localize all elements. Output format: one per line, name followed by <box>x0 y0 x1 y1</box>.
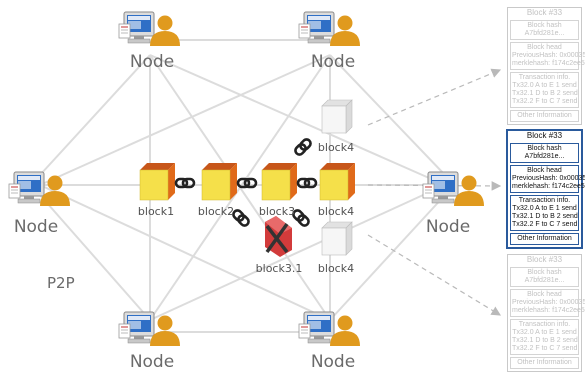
transaction-row: Tx32.1 D to B 2 send <box>512 213 578 220</box>
other-info-section: Other Information <box>510 110 579 122</box>
block-head-label: Block head <box>527 44 562 51</box>
transaction-row: Tx32.0 A to E 1 send <box>512 205 577 212</box>
transaction-label: Transaction info. <box>518 197 571 204</box>
block-hash-section: Block hash A7bfd281e... <box>510 267 579 287</box>
computer-user-icon <box>298 11 361 47</box>
block-head-label: Block head <box>527 291 562 298</box>
chain-link-icon <box>174 177 196 189</box>
block-hash-label: Block hash <box>527 269 562 276</box>
block-hash-value: A7bfd281e... <box>524 277 565 284</box>
chain-link-icon <box>296 177 318 189</box>
block3-1-rejected-cube <box>265 216 292 257</box>
blockchain: block1 block2 block3 block4 block4 block… <box>138 99 356 275</box>
computer-user-icon <box>8 171 71 207</box>
node-label: Node <box>130 52 174 72</box>
transaction-label: Transaction info. <box>518 321 571 328</box>
node-label: Node <box>14 217 58 237</box>
other-info-section: Other Information <box>510 233 579 245</box>
transaction-row: Tx32.0 A to E 1 send <box>512 329 577 336</box>
computer-user-icon <box>118 11 181 47</box>
block-label: block1 <box>138 205 174 218</box>
node-left: Node <box>8 171 71 237</box>
p2p-label: P2P <box>47 274 75 292</box>
transaction-section: Transaction info. Tx32.0 A to E 1 send T… <box>510 319 579 355</box>
transaction-row: Tx32.0 A to E 1 send <box>512 82 577 89</box>
merkle-hash: merklehash: f174c2ee5 <box>512 60 585 67</box>
block-card-title: Block #33 <box>526 255 563 264</box>
chain-link-icon <box>230 207 252 229</box>
block2-cube <box>201 162 238 201</box>
merkle-hash: merklehash: f174c2ee5 <box>512 307 585 314</box>
transaction-row: Tx32.1 D to B 2 send <box>512 337 578 344</box>
block4-orphan-cube <box>321 221 353 256</box>
node-bottom-left: Node <box>118 311 181 372</box>
block-hash-section: Block hash A7bfd281e... <box>510 143 579 163</box>
block4-orphan-cube <box>321 99 353 134</box>
transaction-label: Transaction info. <box>518 74 571 81</box>
chain-link-icon <box>236 177 258 189</box>
previous-hash: PreviousHash: 0x00035 <box>512 52 585 59</box>
node-label: Node <box>311 352 355 372</box>
previous-hash: PreviousHash: 0x00035 <box>512 175 585 182</box>
block-card-faded-top: Block #33 Block hash A7bfd281e... Block … <box>507 7 585 125</box>
block-label: block2 <box>198 205 234 218</box>
block-label: block4 <box>318 141 354 154</box>
merkle-hash: merklehash: f174c2ee5 <box>512 183 585 190</box>
block-hash-value: A7bfd281e... <box>524 153 565 160</box>
transaction-row: Tx32.2 F to C 7 send <box>512 345 578 352</box>
transaction-row: Tx32.2 F to C 7 send <box>512 98 578 105</box>
node-top-left: Node <box>118 11 181 72</box>
block-label: block4 <box>318 262 354 275</box>
node-right: Node <box>422 171 485 237</box>
block-head-section: Block head PreviousHash: 0x00035 merkleh… <box>510 165 585 193</box>
block-head-section: Block head PreviousHash: 0x00035 merkleh… <box>510 289 585 317</box>
node-bottom-right: Node <box>298 311 361 372</box>
block-hash-label: Block hash <box>527 22 562 29</box>
node-label: Node <box>426 217 470 237</box>
block4-cube <box>319 162 356 201</box>
block-hash-section: Block hash A7bfd281e... <box>510 20 579 40</box>
block-label: block3 <box>259 205 295 218</box>
block-card-title: Block #33 <box>526 131 563 140</box>
other-info-label: Other Information <box>517 359 572 366</box>
transaction-section: Transaction info. Tx32.0 A to E 1 send T… <box>510 195 579 231</box>
node-label: Node <box>130 352 174 372</box>
other-info-label: Other Information <box>517 112 572 119</box>
block-hash-value: A7bfd281e... <box>524 30 565 37</box>
transaction-row: Tx32.2 F to C 7 send <box>512 221 578 228</box>
computer-user-icon <box>118 311 181 347</box>
block-card-faded-bottom: Block #33 Block hash A7bfd281e... Block … <box>507 254 585 372</box>
other-info-section: Other Information <box>510 357 579 369</box>
computer-user-icon <box>298 311 361 347</box>
block-hash-label: Block hash <box>527 145 562 152</box>
block-head-section: Block head PreviousHash: 0x00035 merkleh… <box>510 42 585 70</box>
block1-cube <box>139 162 176 201</box>
node-label: Node <box>311 52 355 72</box>
transaction-row: Tx32.1 D to B 2 send <box>512 90 578 97</box>
other-info-label: Other Information <box>517 235 572 242</box>
block-card-title: Block #33 <box>526 8 563 17</box>
block-head-label: Block head <box>527 167 562 174</box>
block-label: block4 <box>318 205 354 218</box>
node-top-right: Node <box>298 11 361 72</box>
block3-cube <box>261 162 298 201</box>
block-label: block3.1 <box>256 262 303 275</box>
transaction-section: Transaction info. Tx32.0 A to E 1 send T… <box>510 72 579 108</box>
previous-hash: PreviousHash: 0x00035 <box>512 299 585 306</box>
chain-link-icon <box>292 136 314 158</box>
block-card-active: Block #33 Block hash A7bfd281e... Block … <box>506 129 585 249</box>
computer-user-icon <box>422 171 485 207</box>
